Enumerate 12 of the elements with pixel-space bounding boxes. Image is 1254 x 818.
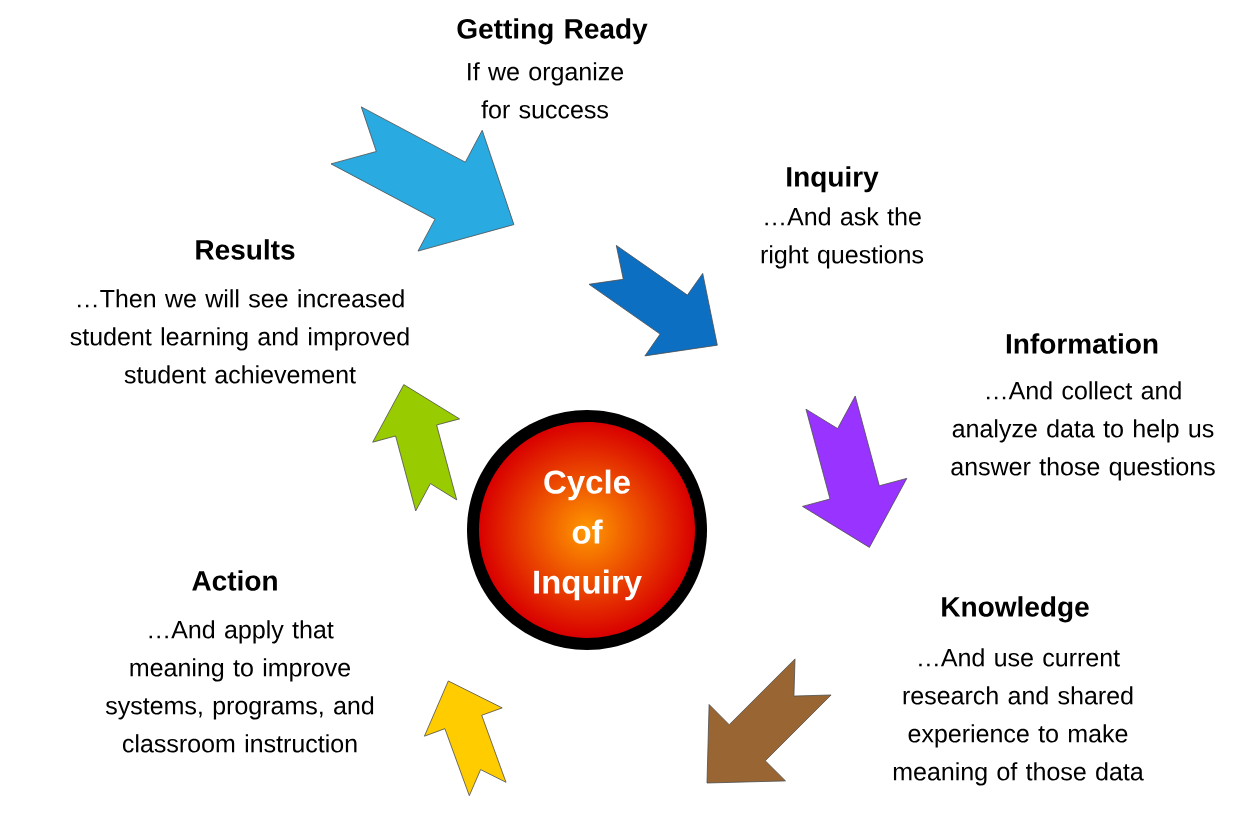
stage-description: …And use current research and shared experience to make meaning of those data — [893, 648, 1144, 786]
stage-heading: Getting Ready — [457, 18, 648, 45]
stage-heading: Action — [192, 570, 277, 591]
stage-description: …Then we will see increased student learning and improved student achievement — [70, 289, 409, 384]
stage-heading: Results — [196, 239, 295, 260]
stage-description: …And apply that meaning to improve systems, programs, and classroom instruction — [105, 620, 374, 753]
stage-heading: Knowledge — [942, 596, 1089, 623]
stage-heading: Inquiry — [787, 166, 879, 193]
stage-heading: Information — [1006, 333, 1158, 354]
stage-description: …And collect and analyze data to help us answer those questions — [951, 381, 1215, 481]
stage-description: …And ask the right questions — [761, 207, 924, 269]
stage-description: If we organize for success — [468, 62, 624, 119]
